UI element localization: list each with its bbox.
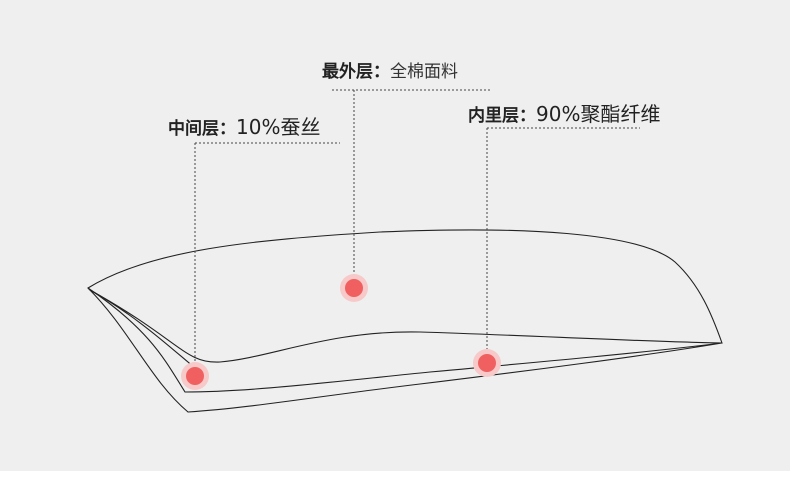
middle-layer-separator: ：	[219, 119, 236, 139]
inner-layer-material: 90%聚酯纤维	[536, 102, 661, 126]
label-middle-layer: 中间层：10%蚕丝	[168, 117, 320, 138]
leader-line-middle	[194, 142, 340, 368]
label-inner-layer: 内里层：90%聚酯纤维	[468, 104, 660, 125]
pillow-front-shape	[87, 287, 723, 413]
inner-layer-separator: ：	[519, 106, 536, 126]
label-outer-layer: 最外层：全棉面料	[322, 64, 458, 81]
pillow-back-shape	[87, 229, 723, 363]
leader-lines	[194, 89, 640, 368]
outer-layer-name: 最外层	[322, 62, 373, 82]
middle-layer-material: 10%蚕丝	[236, 115, 321, 139]
leader-line-inner	[486, 127, 640, 356]
outer-layer-material: 全棉面料	[390, 62, 458, 82]
marker-inner	[473, 349, 501, 377]
diagram-panel	[0, 0, 790, 471]
middle-layer-name: 中间层	[168, 119, 219, 139]
marker-outer	[340, 274, 368, 302]
outer-layer-separator: ：	[373, 62, 390, 82]
marker-middle	[181, 362, 209, 390]
pillow-outline	[87, 229, 723, 413]
inner-layer-name: 内里层	[468, 106, 519, 126]
pillow-fold-line	[89, 289, 201, 373]
leader-line-outer	[332, 89, 490, 278]
